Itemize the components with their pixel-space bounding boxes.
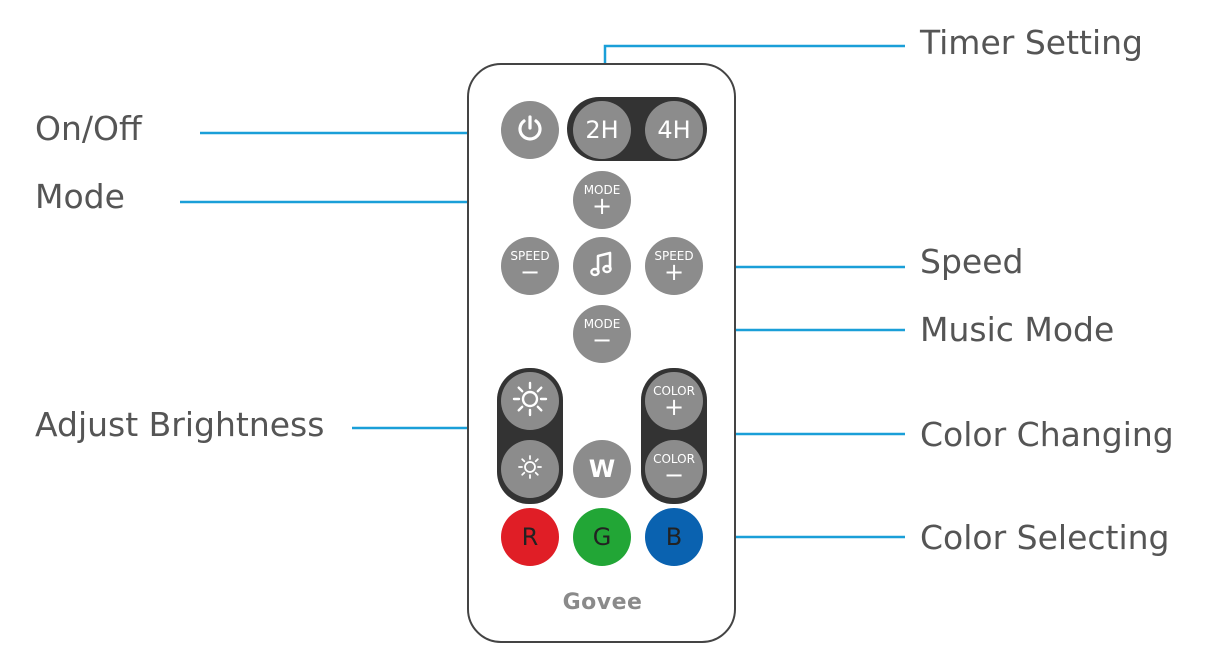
color-minus-label: COLOR — [653, 452, 695, 466]
color-plus-button[interactable]: COLOR + — [645, 372, 703, 430]
blue-button[interactable]: B — [645, 508, 703, 566]
callout-adjust-brightness: Adjust Brightness — [35, 405, 325, 444]
brightness-up-button[interactable] — [501, 372, 559, 430]
callout-color-selecting: Color Selecting — [920, 518, 1170, 557]
mode-plus-button[interactable]: MODE + — [573, 171, 631, 229]
mode-minus-button[interactable]: MODE − — [573, 305, 631, 363]
sun-dim-icon — [516, 453, 544, 485]
callout-timer-setting: Timer Setting — [920, 23, 1143, 62]
brightness-down-button[interactable] — [501, 440, 559, 498]
white-label: W — [588, 455, 616, 483]
callout-mode: Mode — [35, 177, 125, 216]
green-button[interactable]: G — [573, 508, 631, 566]
red-label: R — [521, 523, 539, 551]
brand-logo: Govee — [562, 590, 643, 615]
mode-minus-label: MODE — [583, 317, 621, 331]
mode-plus-label: MODE — [583, 183, 621, 197]
color-minus-sign: − — [663, 461, 685, 489]
callout-on-off: On/Off — [35, 109, 142, 148]
music-mode-button[interactable] — [573, 237, 631, 295]
mode-plus-sign: + — [591, 192, 613, 220]
color-plus-sign: + — [663, 393, 685, 421]
color-plus-label: COLOR — [653, 384, 695, 398]
power-icon — [515, 113, 545, 147]
speed-minus-label: SPEED — [510, 249, 550, 263]
red-button[interactable]: R — [501, 508, 559, 566]
speed-minus-sign: − — [519, 258, 541, 286]
timer-4h-button[interactable]: 4H — [645, 101, 703, 159]
music-note-icon — [586, 248, 618, 284]
blue-label: B — [665, 523, 683, 551]
white-button[interactable]: W — [573, 440, 631, 498]
green-label: G — [592, 523, 612, 551]
callout-speed: Speed — [920, 242, 1024, 281]
speed-minus-button[interactable]: SPEED − — [501, 237, 559, 295]
callout-music-mode: Music Mode — [920, 310, 1115, 349]
mode-minus-sign: − — [591, 326, 613, 354]
timer-2h-label: 2H — [585, 116, 619, 144]
sun-bright-icon — [511, 380, 549, 422]
callout-color-changing: Color Changing — [920, 415, 1174, 454]
timer-2h-button[interactable]: 2H — [573, 101, 631, 159]
timer-4h-label: 4H — [657, 116, 691, 144]
speed-plus-label: SPEED — [654, 249, 694, 263]
speed-plus-button[interactable]: SPEED + — [645, 237, 703, 295]
power-button[interactable] — [501, 101, 559, 159]
color-minus-button[interactable]: COLOR − — [645, 440, 703, 498]
speed-plus-sign: + — [663, 258, 685, 286]
